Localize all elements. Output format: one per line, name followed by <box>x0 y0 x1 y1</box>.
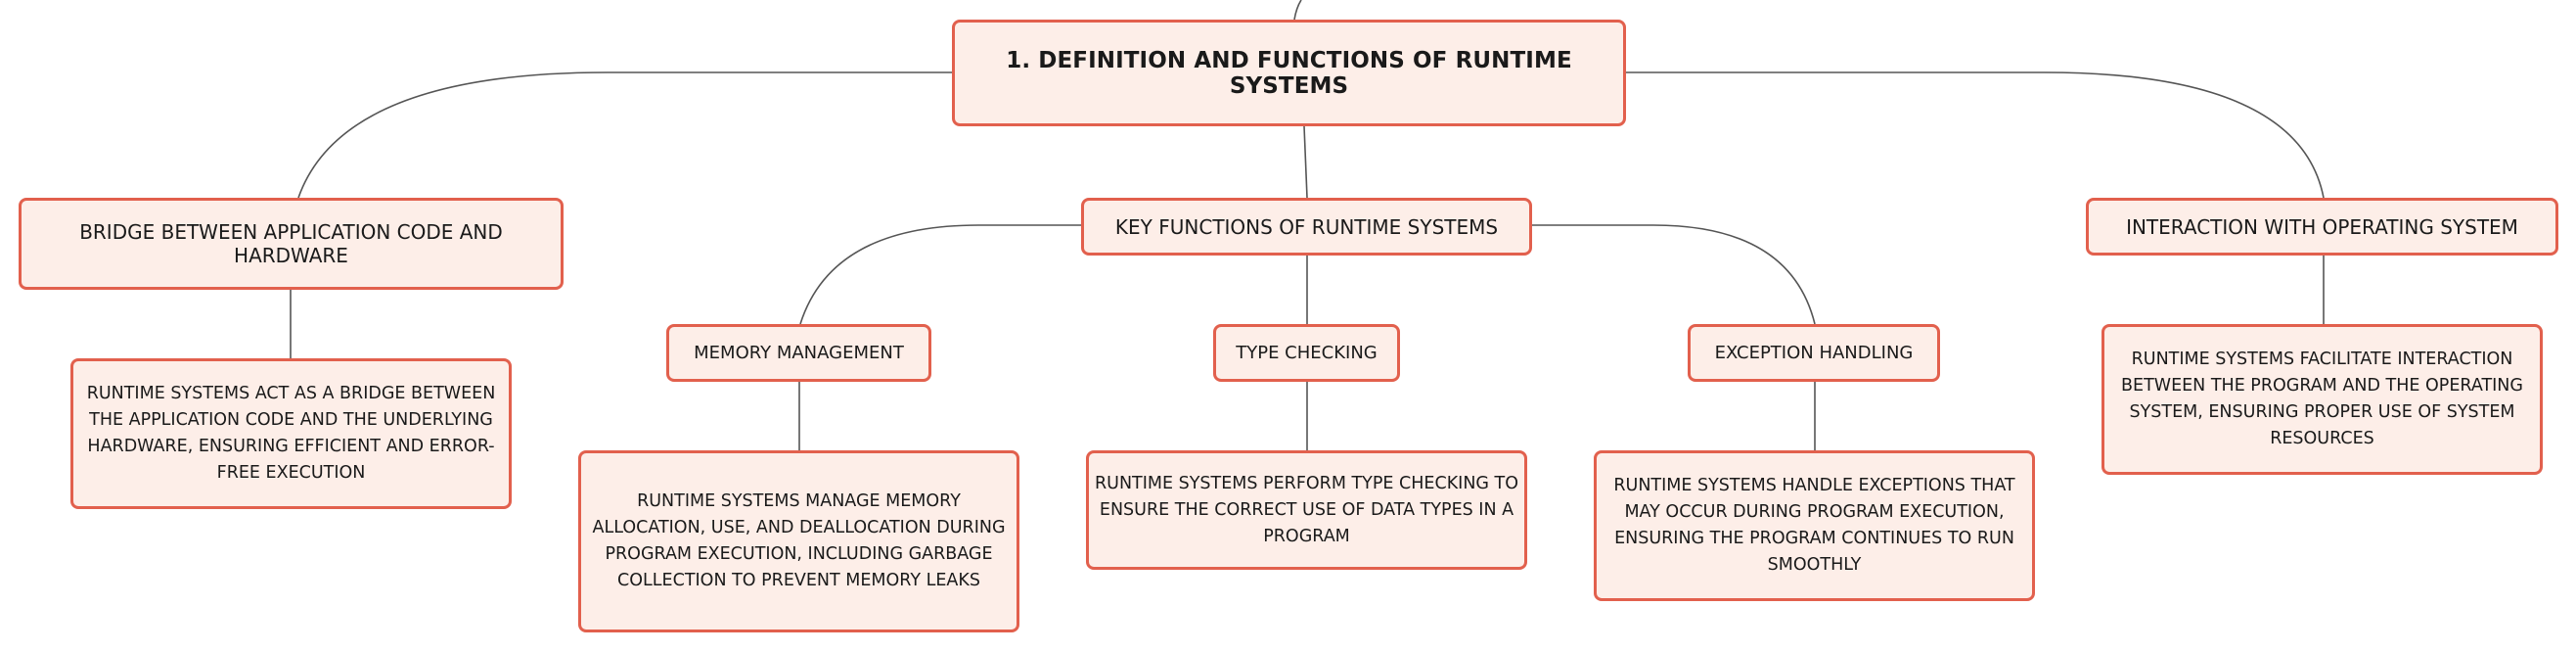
connector-root-to-interaction <box>1626 71 2325 199</box>
child-label-memory-management: MEMORY MANAGEMENT <box>694 343 904 363</box>
root-label: 1. DEFINITION AND FUNCTIONS OF RUNTIME S… <box>1006 47 1572 99</box>
detail-node-exception-handling[interactable]: RUNTIME SYSTEMS HANDLE EXCEPTIONS THAT M… <box>1594 450 2035 601</box>
detail-text-exception-handling: RUNTIME SYSTEMS HANDLE EXCEPTIONS THAT M… <box>1613 476 2015 575</box>
child-label-exception-handling: EXCEPTION HANDLING <box>1714 343 1914 363</box>
detail-node-memory-management[interactable]: RUNTIME SYSTEMS MANAGE MEMORY ALLOCATION… <box>578 450 1019 632</box>
branch-label-interaction: INTERACTION WITH OPERATING SYSTEM <box>2126 214 2518 239</box>
branch-label-key-functions: KEY FUNCTIONS OF RUNTIME SYSTEMS <box>1114 214 1499 239</box>
child-node-type-checking[interactable]: TYPE CHECKING <box>1213 324 1400 382</box>
detail-text-bridge: RUNTIME SYSTEMS ACT AS A BRIDGE BETWEEN … <box>86 384 496 483</box>
detail-text-type-checking: RUNTIME SYSTEMS PERFORM TYPE CHECKING TO… <box>1095 473 1519 546</box>
child-node-exception-handling[interactable]: EXCEPTION HANDLING <box>1688 324 1940 382</box>
detail-node-bridge[interactable]: RUNTIME SYSTEMS ACT AS A BRIDGE BETWEEN … <box>70 358 512 509</box>
connector-key-to-memory <box>799 224 1081 325</box>
child-node-memory-management[interactable]: MEMORY MANAGEMENT <box>666 324 931 382</box>
branch-node-key-functions[interactable]: KEY FUNCTIONS OF RUNTIME SYSTEMS <box>1081 198 1532 256</box>
connector-key-to-exception <box>1532 224 1816 325</box>
detail-node-interaction[interactable]: RUNTIME SYSTEMS FACILITATE INTERACTION B… <box>2101 324 2543 475</box>
branch-node-bridge[interactable]: BRIDGE BETWEEN APPLICATION CODE AND HARD… <box>19 198 564 290</box>
root-node[interactable]: 1. DEFINITION AND FUNCTIONS OF RUNTIME S… <box>952 20 1626 126</box>
branch-node-interaction[interactable]: INTERACTION WITH OPERATING SYSTEM <box>2086 198 2558 256</box>
connector-root-to-bridge <box>297 71 952 199</box>
connector-root-to-key-functions <box>1303 125 1308 199</box>
child-label-type-checking: TYPE CHECKING <box>1236 343 1378 363</box>
detail-text-memory-management: RUNTIME SYSTEMS MANAGE MEMORY ALLOCATION… <box>592 491 1006 590</box>
detail-node-type-checking[interactable]: RUNTIME SYSTEMS PERFORM TYPE CHECKING TO… <box>1086 450 1527 570</box>
detail-text-interaction: RUNTIME SYSTEMS FACILITATE INTERACTION B… <box>2121 350 2523 448</box>
branch-label-bridge: BRIDGE BETWEEN APPLICATION CODE AND HARD… <box>79 220 503 267</box>
connector-parent-to-root <box>1293 0 1302 21</box>
